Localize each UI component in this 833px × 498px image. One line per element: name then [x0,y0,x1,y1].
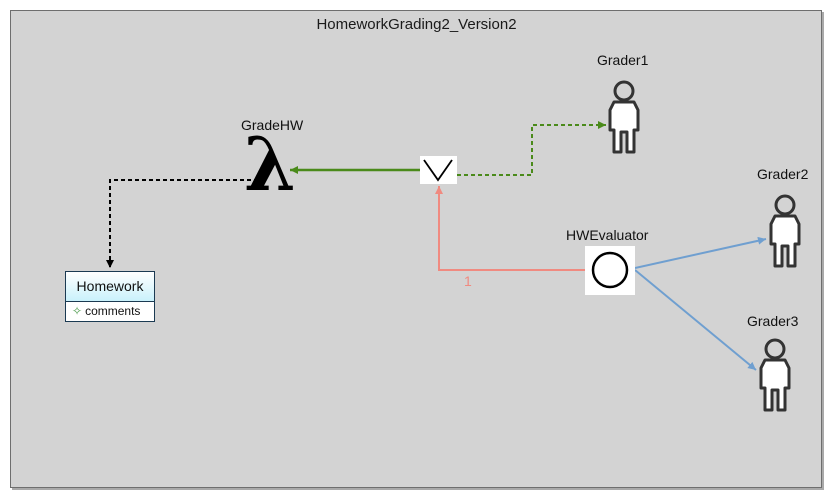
grader2-label: Grader2 [757,166,809,182]
edge-or-to-grader1[interactable] [457,121,606,176]
gradehw-label: GradeHW [241,117,304,133]
diagram-title: HomeworkGrading2_Version2 [316,16,517,33]
edge-gradehw-to-homework[interactable] [106,179,258,268]
homework-class[interactable]: Homework ✧comments [65,271,155,322]
grader2-actor-icon[interactable] [769,194,801,268]
diamond-icon: ✧ [72,304,83,318]
homework-class-name: Homework [66,272,154,302]
hwevaluator-node[interactable] [585,246,635,295]
grader3-label: Grader3 [747,313,799,329]
edge-label-multiplicity: 1 [464,273,472,289]
edge-evaluator-to-or[interactable] [435,186,585,271]
homework-attribute-label: comments [85,304,141,318]
homework-attribute[interactable]: ✧comments [66,302,154,321]
circle-icon [591,251,629,289]
grader1-label: Grader1 [597,52,649,68]
or-gate-icon [423,159,453,182]
diagram-frame [10,10,822,488]
grader1-actor-icon[interactable] [608,80,640,154]
or-gate-node[interactable] [420,156,457,184]
edge-evaluator-to-grader2[interactable] [634,236,767,269]
grader3-actor-icon[interactable] [759,338,791,412]
edge-evaluator-to-grader3[interactable] [634,269,757,371]
lambda-icon[interactable]: λ [244,122,296,208]
hwevaluator-label: HWEvaluator [566,227,649,243]
